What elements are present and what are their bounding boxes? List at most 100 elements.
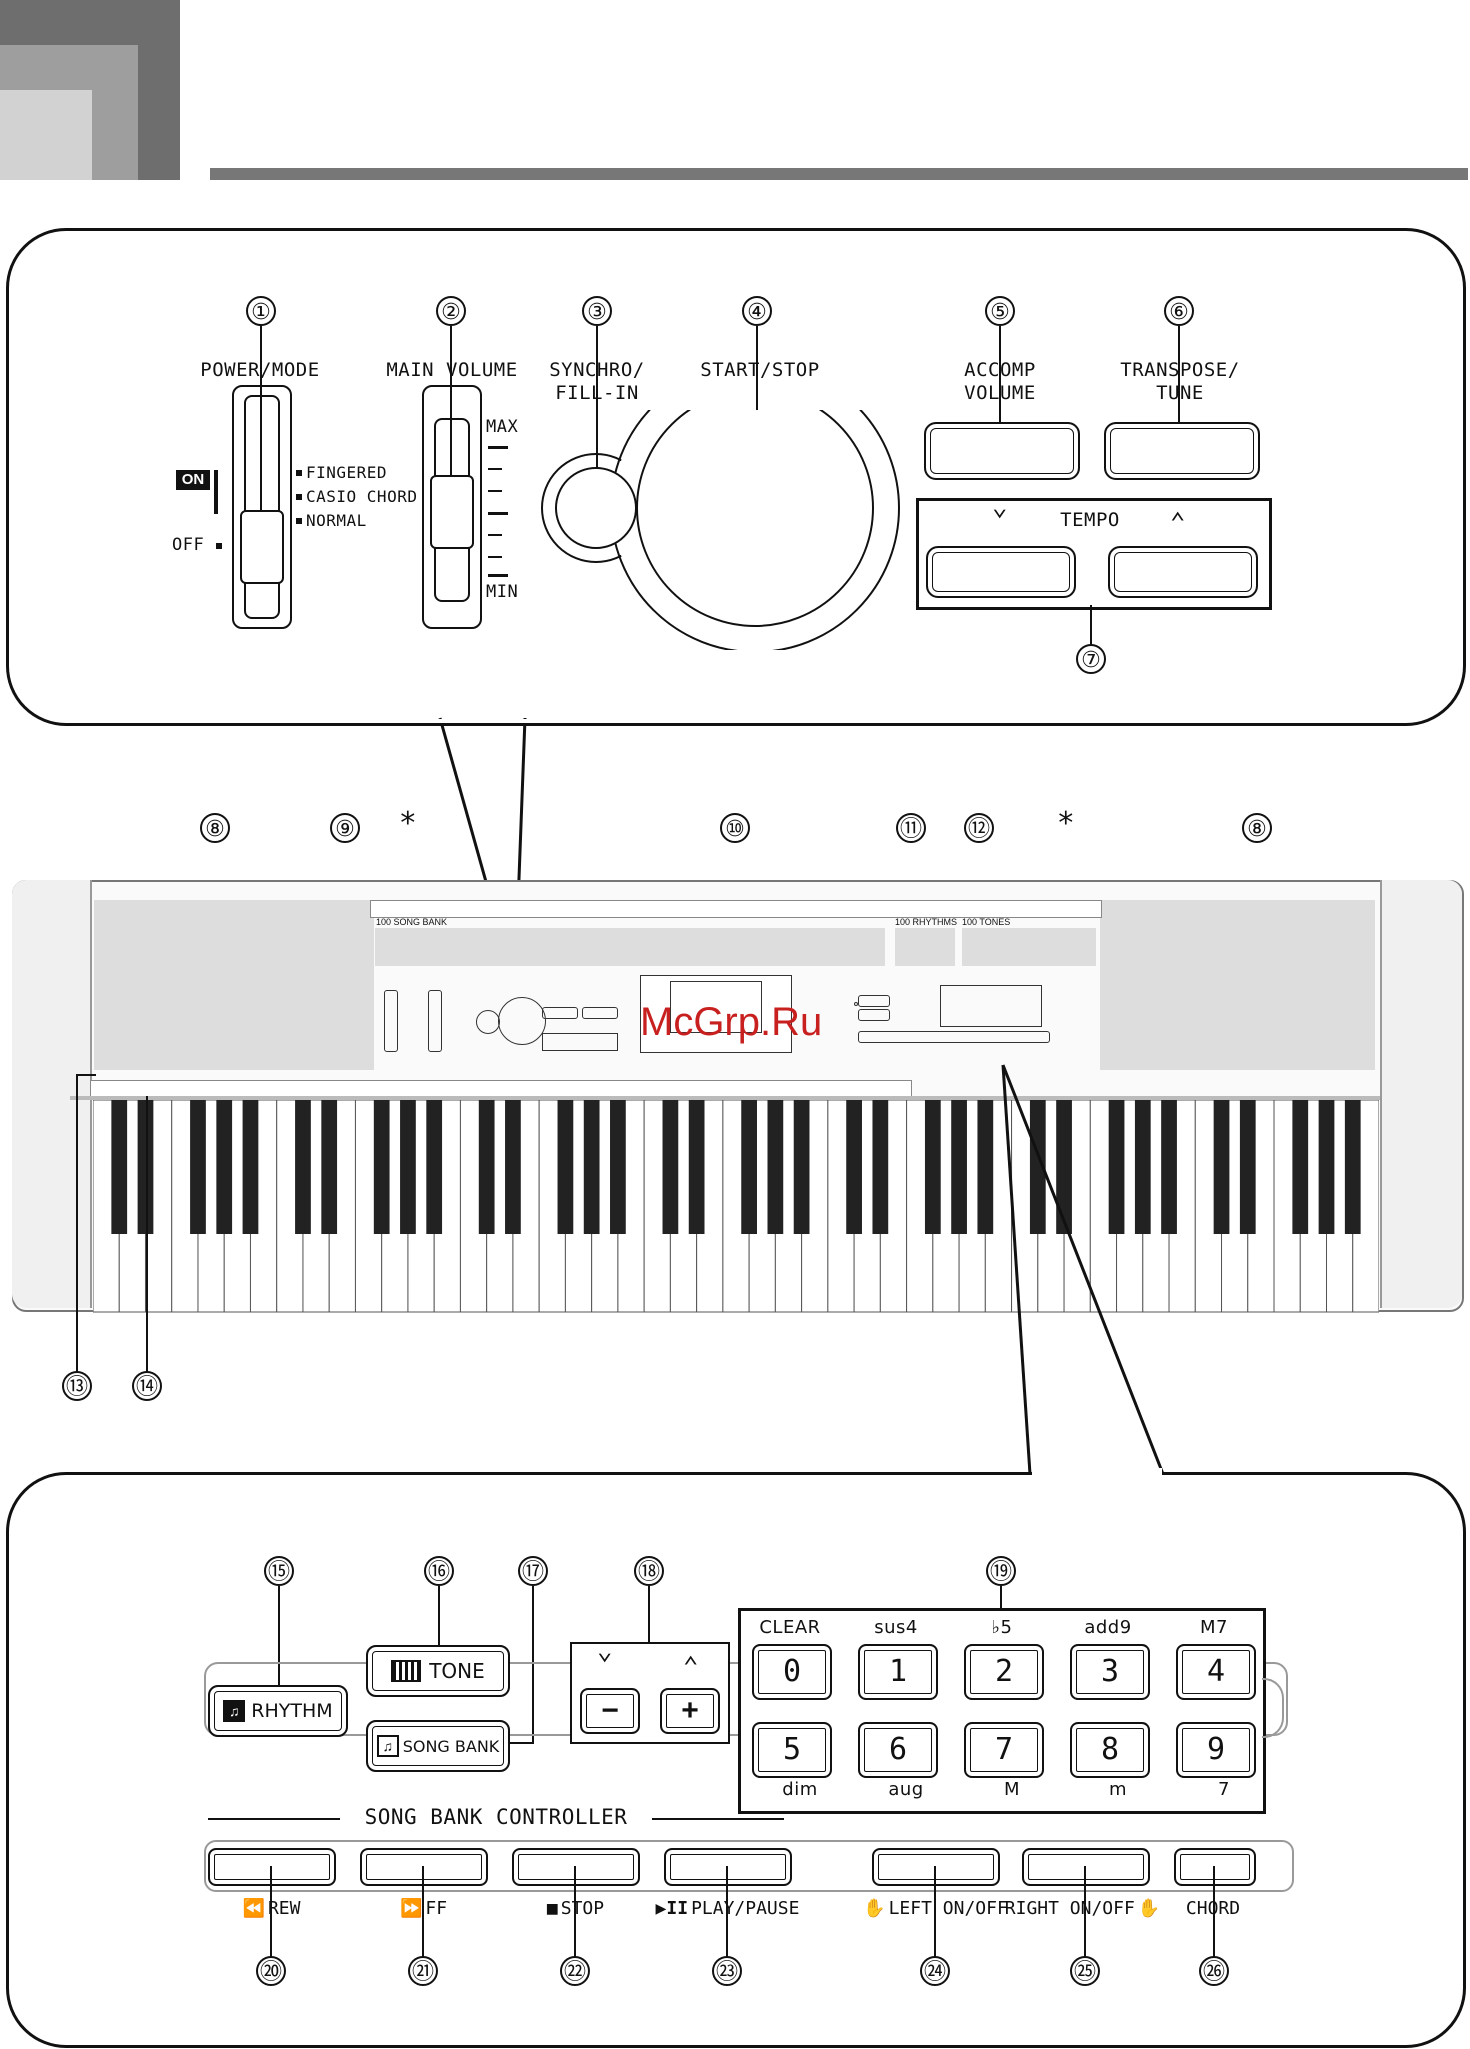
black-key[interactable]	[741, 1100, 757, 1234]
mode-tick-2	[296, 494, 302, 500]
leader-rew	[270, 1866, 272, 1958]
rhythm-label: RHYTHM	[251, 1700, 333, 1722]
digit-button-1[interactable]: 1	[858, 1644, 938, 1700]
black-key[interactable]	[111, 1100, 128, 1234]
leader-18	[648, 1586, 650, 1642]
stop-button[interactable]	[512, 1848, 640, 1886]
black-key[interactable]	[951, 1100, 967, 1234]
power-mode-switch[interactable]	[232, 385, 292, 629]
stop-label-group: ■STOP	[464, 1898, 684, 1919]
digit-button-8[interactable]: 8	[1070, 1722, 1150, 1778]
chord-label-top-1: sus4	[874, 1617, 918, 1638]
black-key[interactable]	[1292, 1100, 1309, 1234]
black-key[interactable]	[977, 1100, 994, 1234]
tone-button[interactable]: TONE	[366, 1645, 510, 1697]
down-icon: ⌄	[596, 1636, 614, 1666]
mode-tick-3	[296, 518, 302, 524]
digit-label: 7	[994, 1732, 1014, 1767]
chord-label-top-3: add9	[1084, 1617, 1132, 1638]
black-key[interactable]	[1029, 1100, 1046, 1234]
leader-chord	[1213, 1866, 1215, 1958]
black-key[interactable]	[610, 1100, 626, 1234]
black-key[interactable]	[295, 1100, 311, 1234]
chord-button[interactable]	[1174, 1848, 1256, 1886]
digit-button-2[interactable]: 2	[964, 1644, 1044, 1700]
black-key[interactable]	[478, 1100, 495, 1234]
on-label: ON	[181, 471, 205, 488]
power-mode-knob[interactable]	[240, 510, 284, 584]
black-key[interactable]	[1239, 1100, 1256, 1234]
black-key[interactable]	[1213, 1100, 1230, 1234]
ff-button[interactable]	[360, 1848, 488, 1886]
digit-button-9[interactable]: 9	[1176, 1722, 1256, 1778]
black-key[interactable]	[767, 1100, 784, 1234]
chord-label-bottom-2: M	[1003, 1779, 1021, 1800]
callout-18: ⑱	[634, 1556, 664, 1586]
accomp-volume-button[interactable]	[924, 422, 1080, 480]
black-key[interactable]	[216, 1100, 233, 1234]
black-key[interactable]	[793, 1100, 810, 1234]
song-bank-list-panel	[375, 928, 885, 966]
leader-stop	[574, 1866, 576, 1958]
digit-label: 4	[1206, 1654, 1226, 1689]
digit-label: 3	[1100, 1654, 1120, 1689]
callout-play-pause: ㉓	[712, 1956, 742, 1986]
header-rule	[210, 168, 1468, 180]
leader-play-pause	[726, 1866, 728, 1958]
black-key[interactable]	[1134, 1100, 1151, 1234]
callout-ff: ㉑	[408, 1956, 438, 1986]
black-key[interactable]	[426, 1100, 443, 1234]
callout-rew: ⑳	[256, 1956, 286, 1986]
black-key[interactable]	[400, 1100, 416, 1234]
right-on-off-button[interactable]	[1022, 1848, 1150, 1886]
digit-button-6[interactable]: 6	[858, 1722, 938, 1778]
black-key[interactable]	[583, 1100, 600, 1234]
tempo-up-button[interactable]	[1108, 546, 1258, 598]
min-label: MIN	[486, 582, 519, 602]
power-mode-label: POWER/MODE	[200, 359, 320, 381]
digit-button-5[interactable]: 5	[752, 1722, 832, 1778]
black-key[interactable]	[190, 1100, 206, 1234]
black-key[interactable]	[1108, 1100, 1125, 1234]
number-pad-group	[738, 1608, 1266, 1814]
song-bank-icon: ♫	[376, 1735, 399, 1757]
digit-button-0[interactable]: 0	[752, 1644, 832, 1700]
black-key[interactable]	[1161, 1100, 1177, 1234]
song-bank-button[interactable]: ♫ SONG BANK	[366, 1720, 510, 1772]
digit-button-4[interactable]: 4	[1176, 1644, 1256, 1700]
black-key[interactable]	[924, 1100, 941, 1234]
rhythms-list-label: 100 RHYTHMS	[895, 917, 958, 927]
black-key[interactable]	[1056, 1100, 1072, 1234]
black-key[interactable]	[688, 1100, 705, 1234]
transpose-tune-button[interactable]	[1104, 422, 1260, 480]
left-on-off-button[interactable]	[872, 1848, 1000, 1886]
digit-button-3[interactable]: 3	[1070, 1644, 1150, 1700]
black-key[interactable]	[242, 1100, 259, 1234]
speaker-right	[1100, 900, 1375, 1070]
main-volume-slider[interactable]	[422, 385, 482, 629]
rhythm-icon: ♫	[223, 1700, 246, 1722]
black-key[interactable]	[321, 1100, 338, 1234]
black-key[interactable]	[1344, 1100, 1361, 1234]
callout-1: ①	[246, 296, 276, 326]
play-pause-button[interactable]	[664, 1848, 792, 1886]
main-volume-knob[interactable]	[430, 475, 474, 549]
black-key[interactable]	[137, 1100, 154, 1234]
black-key[interactable]	[505, 1100, 521, 1234]
black-key[interactable]	[846, 1100, 862, 1234]
rhythm-button[interactable]: ♫ RHYTHM	[208, 1685, 348, 1737]
tempo-down-button[interactable]	[926, 546, 1076, 598]
black-key[interactable]	[1318, 1100, 1335, 1234]
black-key[interactable]	[557, 1100, 574, 1234]
minus-button[interactable]: −	[580, 1688, 640, 1734]
tone-label: TONE	[429, 1659, 485, 1683]
digit-button-7[interactable]: 7	[964, 1722, 1044, 1778]
black-key[interactable]	[373, 1100, 390, 1234]
start-stop-label: START/STOP	[700, 359, 820, 381]
leader-6	[1178, 326, 1180, 436]
black-key[interactable]	[872, 1100, 889, 1234]
rew-button[interactable]	[208, 1848, 336, 1886]
ff-label: FF	[425, 1898, 448, 1919]
black-key[interactable]	[662, 1100, 679, 1234]
plus-button[interactable]: +	[660, 1688, 720, 1734]
